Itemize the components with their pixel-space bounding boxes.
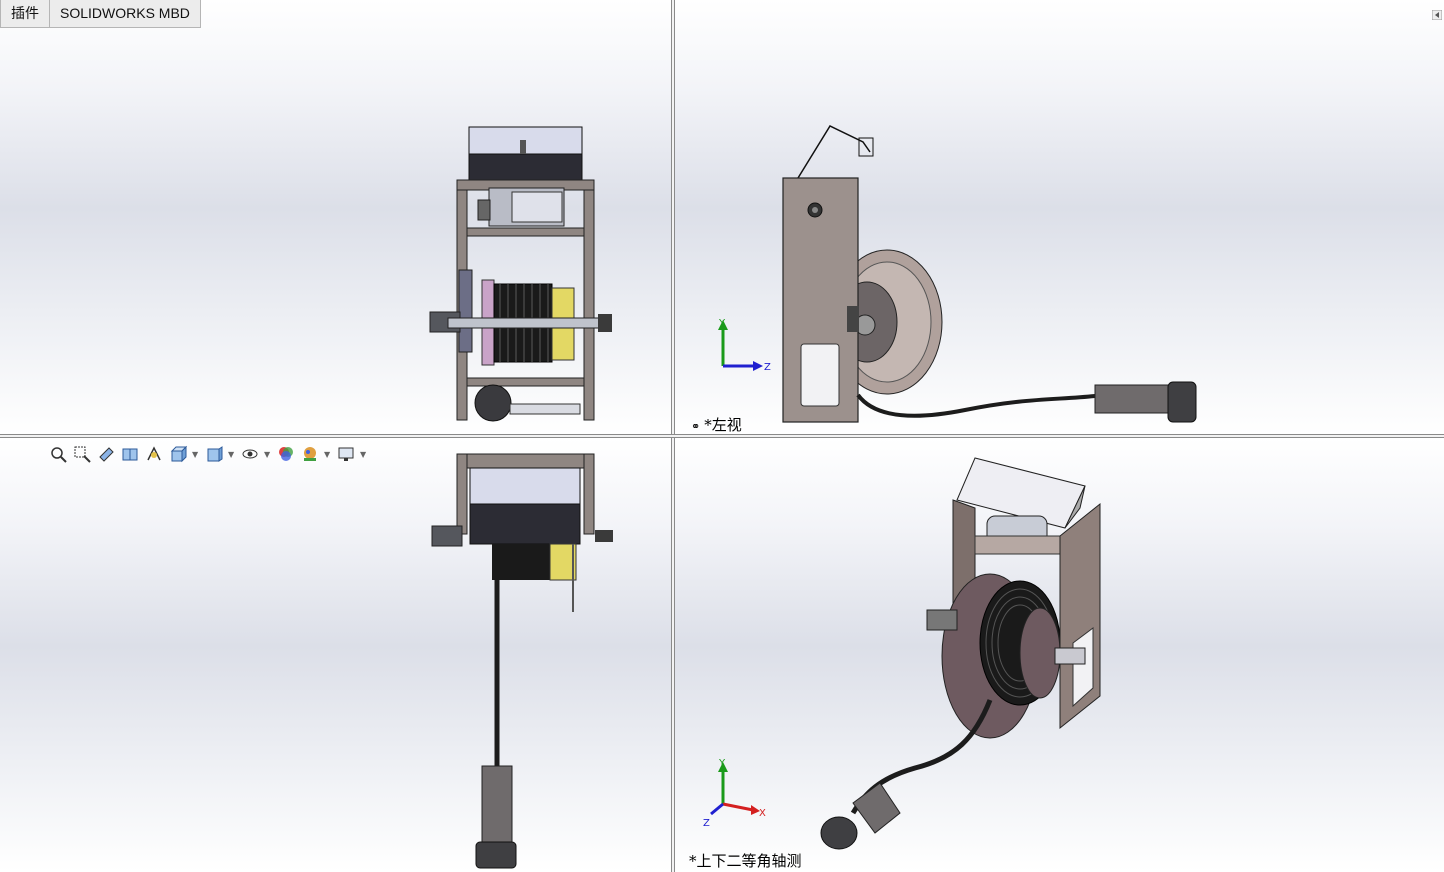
- tab-solidworks-mbd[interactable]: SOLIDWORKS MBD: [50, 0, 201, 28]
- triad-icon: Y Z: [718, 318, 771, 373]
- chevron-down-icon[interactable]: ▼: [360, 449, 367, 459]
- edit-appearance-icon[interactable]: [276, 444, 296, 464]
- chevron-down-icon[interactable]: ▼: [192, 449, 199, 459]
- triad-y-label: Y: [718, 758, 726, 769]
- heads-up-view-toolbar: ▼ ▼ ▼ ▼ ▼: [48, 444, 368, 464]
- chevron-down-icon[interactable]: ▼: [324, 449, 331, 459]
- viewport-trimetric[interactable]: Y X Z *上下二等角轴测: [675, 438, 1444, 872]
- model-top-view: [431, 453, 613, 869]
- triad-y-label: Y: [718, 318, 726, 329]
- zoom-to-fit-icon[interactable]: [48, 444, 68, 464]
- viewport-front[interactable]: [0, 0, 671, 434]
- view-label-left: ⚭*左视: [691, 416, 742, 434]
- viewport-top[interactable]: ▼ ▼ ▼ ▼ ▼: [0, 438, 671, 872]
- chevron-down-icon[interactable]: ▼: [264, 449, 271, 459]
- triad-icon: Y X Z: [703, 758, 766, 828]
- collapse-icon[interactable]: [1432, 10, 1442, 20]
- view-settings-icon[interactable]: [336, 444, 356, 464]
- command-manager-tabs: 插件 SOLIDWORKS MBD: [0, 0, 201, 28]
- triad-x-label: X: [759, 808, 766, 819]
- chevron-down-icon[interactable]: ▼: [228, 449, 235, 459]
- triad-z-label: Z: [764, 362, 771, 373]
- tab-plugins[interactable]: 插件: [0, 0, 50, 28]
- hide-show-items-icon[interactable]: [240, 444, 260, 464]
- previous-view-icon[interactable]: [96, 444, 116, 464]
- zoom-to-area-icon[interactable]: [72, 444, 92, 464]
- section-view-icon[interactable]: [120, 444, 140, 464]
- triad-z-label: Z: [703, 818, 710, 828]
- view-label-trimetric: *上下二等角轴测: [689, 852, 802, 870]
- model-front-view: [429, 126, 612, 422]
- apply-scene-icon[interactable]: [300, 444, 320, 464]
- viewport-horizontal-splitter[interactable]: [0, 434, 1444, 438]
- view-orientation-icon[interactable]: [168, 444, 188, 464]
- viewport-left[interactable]: Y Z ⚭*左视: [675, 0, 1444, 434]
- display-style-icon[interactable]: [204, 444, 224, 464]
- dynamic-annotation-icon[interactable]: [144, 444, 164, 464]
- link-icon: ⚭: [691, 420, 701, 433]
- model-trimetric-view: [820, 457, 1101, 850]
- model-left-view: [782, 125, 1197, 423]
